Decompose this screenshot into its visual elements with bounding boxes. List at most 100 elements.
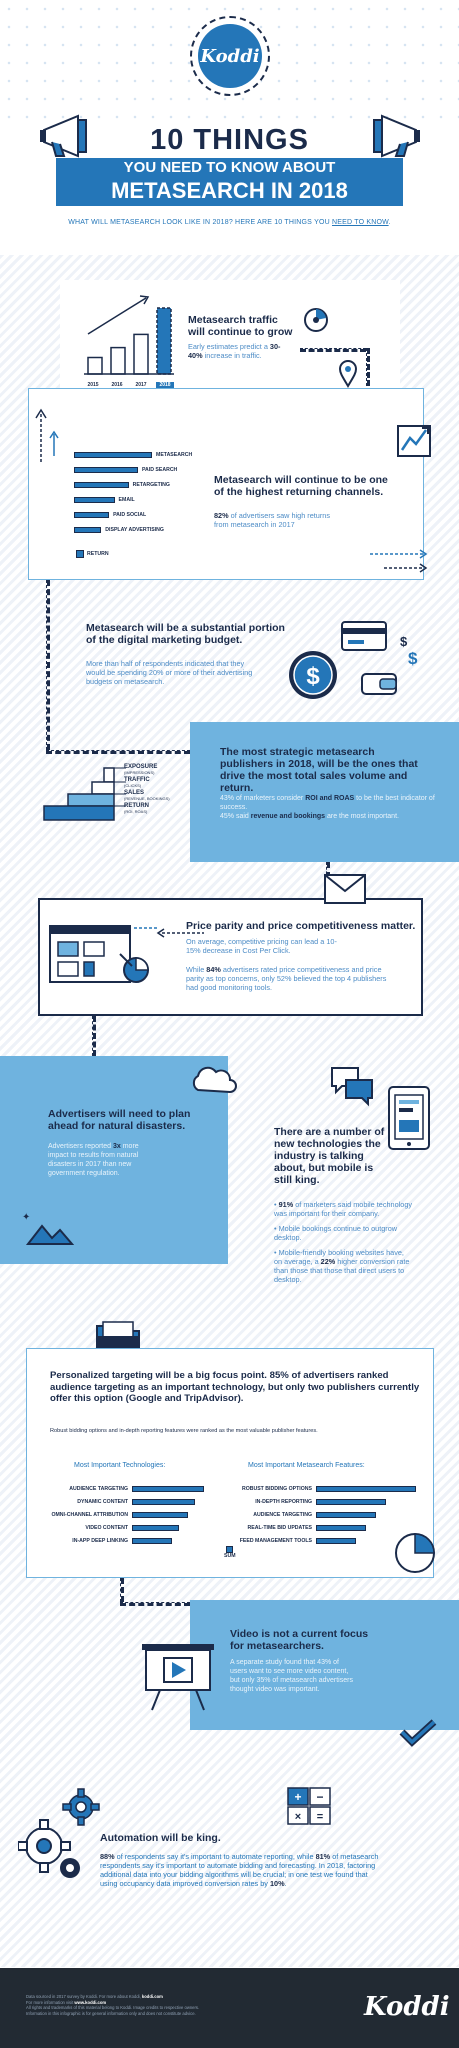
s2-text: 82% of advertisers saw high returns from… [214, 511, 330, 529]
bar [132, 1498, 196, 1505]
bar-label: FEED MANAGEMENT TOOLS [239, 1537, 312, 1544]
connector-line [46, 580, 50, 750]
s3-text: More than half of respondents indicated … [86, 659, 253, 686]
svg-text:=: = [317, 1811, 323, 1823]
year-2017: 2017 [135, 382, 147, 388]
gear-icon [62, 1788, 100, 1826]
location-pin-icon [338, 360, 358, 388]
bar [316, 1485, 416, 1492]
arrow-right-icon [370, 549, 428, 573]
bar-row: PAID SOCIAL [74, 507, 204, 522]
traffic-bar-2016 [110, 346, 126, 375]
bar [74, 466, 138, 473]
bar-row: AUDIENCE TARGETING [224, 1508, 424, 1521]
bar [316, 1524, 366, 1531]
bullet-item: • 91% of marketers said mobile technolog… [274, 1200, 413, 1218]
features-chart: ROBUST BIDDING OPTIONS IN-DEPTH REPORTING… [224, 1482, 424, 1547]
dollar-coin-icon: $ [289, 651, 337, 699]
traffic-bar-2015 [87, 356, 103, 375]
traffic-chart [84, 295, 174, 375]
footer-link[interactable]: koddi.com [141, 1994, 163, 1999]
section-video [190, 1600, 459, 1730]
bullet-item: • Mobile-friendly booking websites have,… [274, 1248, 410, 1284]
section-targeting [26, 1348, 434, 1578]
connector-line [120, 1602, 190, 1606]
s1-text: Early estimates predict a 30-40% increas… [188, 342, 281, 360]
bullet-item: • Mobile bookings continue to outgrow de… [274, 1224, 398, 1242]
bar-label: IN-APP DEEP LINKING [72, 1537, 128, 1544]
footer [0, 1968, 459, 2048]
svg-text:$: $ [400, 634, 408, 649]
bar [132, 1511, 189, 1518]
s2-title: Metasearch will continue to be one of th… [214, 474, 388, 498]
video-player-icon [142, 1644, 214, 1711]
bar-row: IN-APP DEEP LINKING [40, 1534, 220, 1547]
s10-title: Automation will be king. [100, 1832, 221, 1844]
s7-bullets: • 91% of marketers said mobile technolog… [274, 1200, 414, 1284]
funnel-labels: EXPOSURE(IMPRESSIONS)TRAFFIC(CLICKS)SALE… [124, 764, 190, 816]
svg-text:$: $ [408, 649, 418, 668]
s1-title: Metasearch traffic will continue to grow [188, 314, 293, 338]
bar [316, 1498, 386, 1505]
title-line2: YOU NEED TO KNOW ABOUT [56, 158, 403, 177]
bar [132, 1524, 179, 1531]
year-2016: 2016 [111, 382, 123, 388]
funnel-label: SALES(REVENUE, BOOKINGS) [124, 790, 170, 801]
traffic-years: 2015 2016 2017 2018 [84, 382, 174, 388]
returns-legend: RETURN [76, 550, 109, 558]
bar-label: ROBUST BIDDING OPTIONS [241, 1485, 312, 1492]
bar-label: AUDIENCE TARGETING [253, 1511, 312, 1518]
bar-label: RETARGETING [132, 481, 170, 488]
targeting-legend: SUM [224, 1546, 236, 1559]
s8-title: Personalized targeting will be a big foc… [50, 1370, 420, 1404]
envelope-icon [324, 874, 366, 904]
chat-bubbles-icon [331, 1067, 373, 1107]
funnel-label: EXPOSURE(IMPRESSIONS) [124, 764, 158, 775]
bar-row: RETARGETING [74, 477, 204, 492]
year-2018: 2018 [156, 382, 174, 388]
arrow-left-icon [156, 928, 204, 938]
traffic-bar-2017 [133, 333, 149, 375]
bar-row: DYNAMIC CONTENT [40, 1495, 220, 1508]
calculator-icon: + − × = [287, 1787, 331, 1825]
bar-row: AUDIENCE TARGETING [40, 1482, 220, 1495]
bar [316, 1537, 356, 1544]
connector-line [300, 348, 366, 352]
tablet-icon [388, 1086, 430, 1150]
bar-label: VIDEO CONTENT [85, 1524, 128, 1531]
bar-label: AUDIENCE TARGETING [69, 1485, 128, 1492]
bar [132, 1537, 172, 1544]
section-returns [28, 388, 424, 580]
arrow-up-icon [35, 408, 47, 464]
header-subtitle: WHAT WILL METASEARCH LOOK LIKE IN 2018? … [68, 219, 391, 226]
bar-label: OMNI-CHANNEL ATTRIBUTION [51, 1511, 128, 1518]
section-natural-disasters [0, 1056, 228, 1264]
need-to-know-link[interactable]: NEED TO KNOW [332, 219, 389, 226]
bar [132, 1485, 204, 1492]
bar-label: METASEARCH [156, 451, 193, 458]
traffic-bar-2018 [156, 307, 172, 375]
bar-row: PAID SEARCH [74, 462, 204, 477]
s8-note: Robust bidding options and in-depth repo… [50, 1428, 318, 1434]
footer-website-link[interactable]: www.koddi.com [74, 1999, 107, 2005]
gears-icon [18, 1819, 80, 1878]
s6-text: Advertisers reported 3x more impact to r… [48, 1143, 139, 1177]
credit-card-icon [341, 621, 387, 651]
connector-line [366, 348, 370, 386]
gauge-icon [304, 308, 328, 332]
bar-row: OMNI-CHANNEL ATTRIBUTION [40, 1508, 220, 1521]
connector-line [46, 750, 190, 754]
bar-row: FEED MANAGEMENT TOOLS [224, 1534, 424, 1547]
bar [74, 481, 129, 488]
growth-chart-icon [397, 425, 431, 457]
checkmark-icon [399, 1719, 437, 1747]
footer-logo: Koddi [364, 1992, 450, 2022]
bar [74, 511, 110, 518]
funnel-steps-chart [43, 767, 126, 821]
bar-label: EMAIL [118, 496, 135, 503]
s5-title: Price parity and price competitiveness m… [186, 920, 416, 932]
bar-label: IN-DEPTH REPORTING [255, 1498, 312, 1505]
returns-chart: METASEARCH PAID SEARCH RETARGETING EMAIL PAI… [74, 447, 204, 537]
bar-row: EMAIL [74, 492, 204, 507]
cloud-icon [192, 1066, 237, 1094]
